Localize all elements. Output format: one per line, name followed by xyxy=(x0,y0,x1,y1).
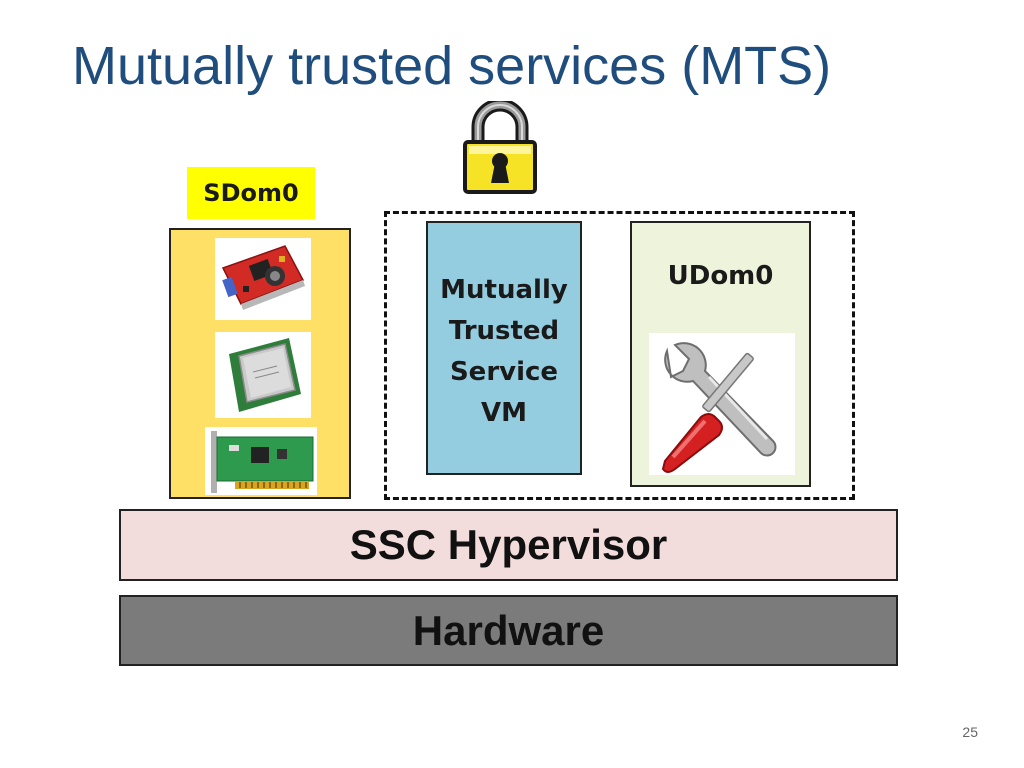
mts-vm-line: Service xyxy=(449,357,559,387)
trusted-group-boundary xyxy=(384,211,855,500)
cpu-chip-image xyxy=(215,332,311,418)
mutually-trusted-service-vm: Mutually Trusted Service VM xyxy=(426,221,582,475)
sdom0-label: SDom0 xyxy=(187,167,315,219)
wrench-screwdriver-image xyxy=(649,333,795,475)
padlock-icon xyxy=(463,101,537,194)
hardware-layer: Hardware xyxy=(119,595,898,666)
mts-vm-line: VM xyxy=(481,398,527,428)
udom0-box: UDom0 xyxy=(630,221,811,487)
udom0-label: UDom0 xyxy=(667,261,774,291)
mts-vm-line: Trusted xyxy=(448,316,560,346)
page-number: 25 xyxy=(962,724,978,740)
ssc-hypervisor-layer: SSC Hypervisor xyxy=(119,509,898,581)
network-card-image xyxy=(205,427,317,495)
graphics-card-image xyxy=(215,238,311,320)
slide-title: Mutually trusted services (MTS) xyxy=(72,36,832,96)
mts-vm-line: Mutually xyxy=(440,275,568,305)
sdom0-box xyxy=(169,228,351,499)
